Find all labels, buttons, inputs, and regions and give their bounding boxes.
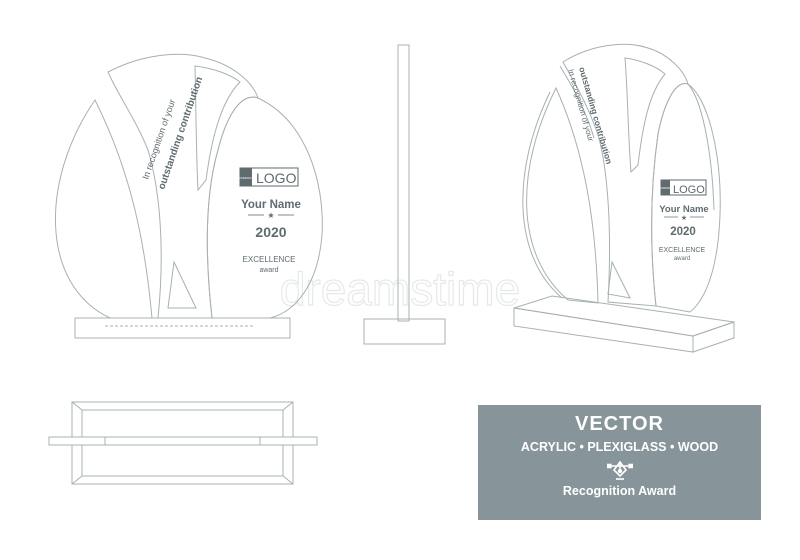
banner-materials: ACRYLIC • PLEXIGLASS • WOOD [520, 440, 719, 454]
front-award1: EXCELLENCE [243, 255, 296, 264]
persp-logo-small: COMPANY [659, 187, 672, 190]
banner-caption: Recognition Award [562, 484, 677, 498]
front-base [74, 317, 291, 339]
persp-star: ★ [681, 214, 687, 222]
front-view [54, 53, 323, 339]
persp-award2: award [674, 256, 690, 262]
persp-award1: EXCELLENCE [659, 247, 706, 254]
perspective-text: In recognition of your outstanding contr… [566, 66, 709, 262]
front-logo-small: COMPANY [239, 176, 254, 180]
persp-base-side [692, 321, 735, 353]
persp-year: 2020 [670, 226, 696, 238]
top-panel [48, 436, 318, 446]
front-middle-cutout [194, 65, 241, 192]
persp-lower-cutout [607, 260, 631, 299]
front-name: Your Name [241, 199, 301, 211]
persp-name: Your Name [659, 204, 708, 215]
front-text: In recognition of your outstanding contr… [140, 76, 300, 274]
perspective-view [513, 43, 735, 353]
vector-banner: VECTOR ACRYLIC • PLEXIGLASS • WOOD Recog… [478, 405, 761, 520]
front-lower-cutout [167, 260, 197, 309]
persp-left-leaf [526, 86, 599, 304]
persp-middle-cutout [624, 57, 666, 174]
top-view [48, 401, 318, 485]
front-year: 2020 [255, 224, 286, 240]
pen-tool-icon [606, 460, 633, 480]
side-view [363, 44, 446, 345]
watermark: dreamstime [280, 263, 520, 315]
front-logo: LOGO [256, 170, 297, 186]
persp-logo: LOGO [673, 184, 705, 196]
front-left-leaf [54, 99, 153, 319]
side-panel [397, 44, 410, 322]
front-star: ★ [267, 211, 274, 220]
front-middle-blade [107, 53, 259, 319]
persp-base-front [513, 307, 694, 353]
persp-base-top [513, 295, 735, 337]
persp-right-leaf [651, 83, 721, 313]
side-base [363, 318, 446, 345]
banner-title: VECTOR [575, 413, 664, 435]
front-award2: award [259, 267, 278, 274]
